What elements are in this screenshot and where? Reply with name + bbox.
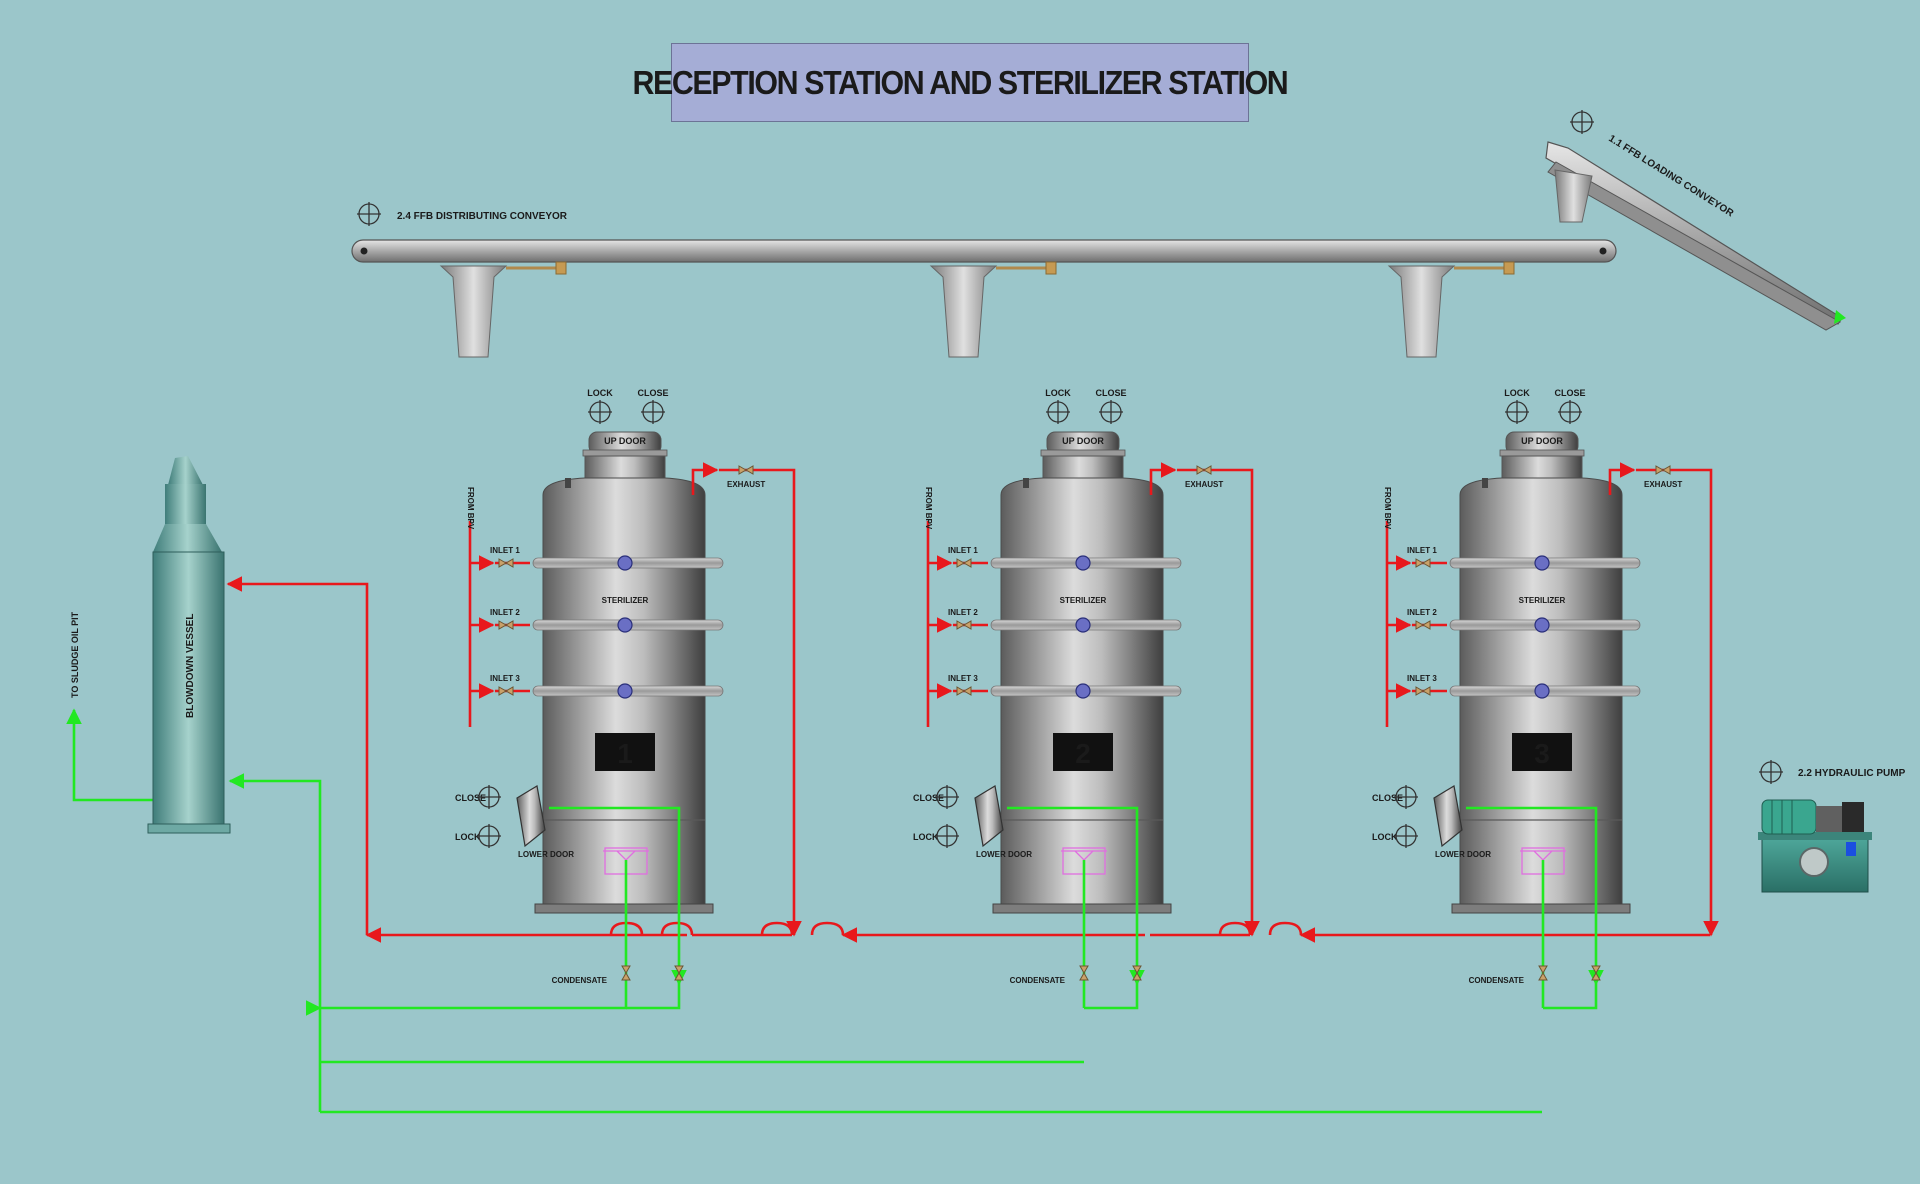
distributing-conveyor-label: 2.4 FFB DISTRIBUTING CONVEYOR — [397, 211, 568, 222]
crosshair-circle-icon[interactable] — [641, 400, 665, 424]
distributing-conveyor: 2.4 FFB DISTRIBUTING CONVEYOR — [351, 202, 1617, 358]
crosshair-circle-icon[interactable] — [1570, 110, 1594, 134]
sterilizer-label: STERILIZER — [1060, 596, 1107, 605]
hydraulic-pump: 2.2 HYDRAULIC PUMP — [1758, 760, 1906, 893]
from-bpv-label: FROM BPV — [1383, 487, 1392, 530]
close-label: CLOSE — [1372, 793, 1403, 803]
condensate-label: CONDENSATE — [1469, 976, 1525, 985]
inlet-label: INLET 2 — [948, 608, 978, 617]
lock-label: LOCK — [1504, 388, 1530, 398]
title-box: RECEPTION STATION AND STERILIZER STATION — [633, 43, 1289, 122]
lower-door-label: LOWER DOOR — [976, 850, 1032, 859]
lock-label: LOCK — [587, 388, 613, 398]
exhaust-label: EXHAUST — [1185, 480, 1223, 489]
from-bpv-label: FROM BPV — [924, 487, 933, 530]
crosshair-circle-icon[interactable] — [1759, 760, 1783, 784]
loading-conveyor: 1.1 FFB LOADING CONVEYOR — [1545, 110, 1846, 331]
crosshair-circle-icon[interactable] — [357, 202, 381, 226]
close-label: CLOSE — [637, 388, 668, 398]
from-bpv-label: FROM BPV — [466, 487, 475, 530]
blowdown-vessel: BLOWDOWN VESSEL — [147, 456, 231, 834]
sterilizer-number: 3 — [1534, 738, 1550, 769]
inlet-label: INLET 3 — [1407, 674, 1437, 683]
hydraulic-pump-label: 2.2 HYDRAULIC PUMP — [1798, 768, 1906, 779]
sterilizer-unit: LOCK CLOSE UP DOOR INLET 1 INLET 2 INLET 3 FRO… — [455, 388, 802, 1010]
sterilizer-unit: LOCK CLOSE UP DOOR INLET 1 INLET 2 INLET 3 FRO… — [913, 388, 1260, 1010]
crosshair-circle-icon[interactable] — [1558, 400, 1582, 424]
lock-label: LOCK — [1045, 388, 1071, 398]
sterilizer-layer: LOCK CLOSE UP DOOR INLET 1 INLET 2 INLET 3 FRO… — [455, 388, 1719, 1010]
hopper-chute — [1387, 261, 1515, 358]
condensate-lines — [66, 708, 1542, 1114]
close-label: CLOSE — [1095, 388, 1126, 398]
up-door-label: UP DOOR — [1521, 436, 1563, 446]
lock-label: LOCK — [1372, 832, 1398, 842]
sterilizer-number: 1 — [617, 738, 633, 769]
exhaust-label: EXHAUST — [727, 480, 765, 489]
hopper-chute — [929, 261, 1057, 358]
sterilizer-unit: LOCK CLOSE UP DOOR INLET 1 INLET 2 INLET 3 FRO… — [1372, 388, 1719, 1010]
crosshair-circle-icon[interactable] — [935, 824, 959, 848]
close-label: CLOSE — [1554, 388, 1585, 398]
inlet-label: INLET 2 — [1407, 608, 1437, 617]
lock-label: LOCK — [455, 832, 481, 842]
condensate-label: CONDENSATE — [552, 976, 608, 985]
close-label: CLOSE — [913, 793, 944, 803]
crosshair-circle-icon[interactable] — [1394, 785, 1418, 809]
crosshair-circle-icon[interactable] — [1505, 400, 1529, 424]
condensate-label: CONDENSATE — [1010, 976, 1066, 985]
sterilizer-label: STERILIZER — [602, 596, 649, 605]
crosshair-circle-icon[interactable] — [935, 785, 959, 809]
crosshair-circle-icon[interactable] — [477, 824, 501, 848]
lower-door-label: LOWER DOOR — [518, 850, 574, 859]
steam-lines — [226, 576, 1710, 943]
close-label: CLOSE — [455, 793, 486, 803]
inlet-label: INLET 1 — [948, 546, 978, 555]
inlet-label: INLET 1 — [1407, 546, 1437, 555]
crosshair-circle-icon[interactable] — [1099, 400, 1123, 424]
sterilizer-label: STERILIZER — [1519, 596, 1566, 605]
up-door-label: UP DOOR — [1062, 436, 1104, 446]
page-title: RECEPTION STATION AND STERILIZER STATION — [632, 63, 1289, 101]
crosshair-circle-icon[interactable] — [588, 400, 612, 424]
crosshair-circle-icon[interactable] — [1046, 400, 1070, 424]
sludge-outlet-label: TO SLUDGE OIL PIT — [70, 611, 80, 698]
lock-label: LOCK — [913, 832, 939, 842]
inlet-label: INLET 2 — [490, 608, 520, 617]
hopper-chute — [439, 261, 567, 358]
lower-door-label: LOWER DOOR — [1435, 850, 1491, 859]
blowdown-vessel-label: BLOWDOWN VESSEL — [185, 614, 196, 718]
inlet-label: INLET 3 — [490, 674, 520, 683]
crosshair-circle-icon[interactable] — [1394, 824, 1418, 848]
sterilizer-number: 2 — [1075, 738, 1091, 769]
inlet-label: INLET 3 — [948, 674, 978, 683]
up-door-label: UP DOOR — [604, 436, 646, 446]
exhaust-label: EXHAUST — [1644, 480, 1682, 489]
inlet-label: INLET 1 — [490, 546, 520, 555]
crosshair-circle-icon[interactable] — [477, 785, 501, 809]
